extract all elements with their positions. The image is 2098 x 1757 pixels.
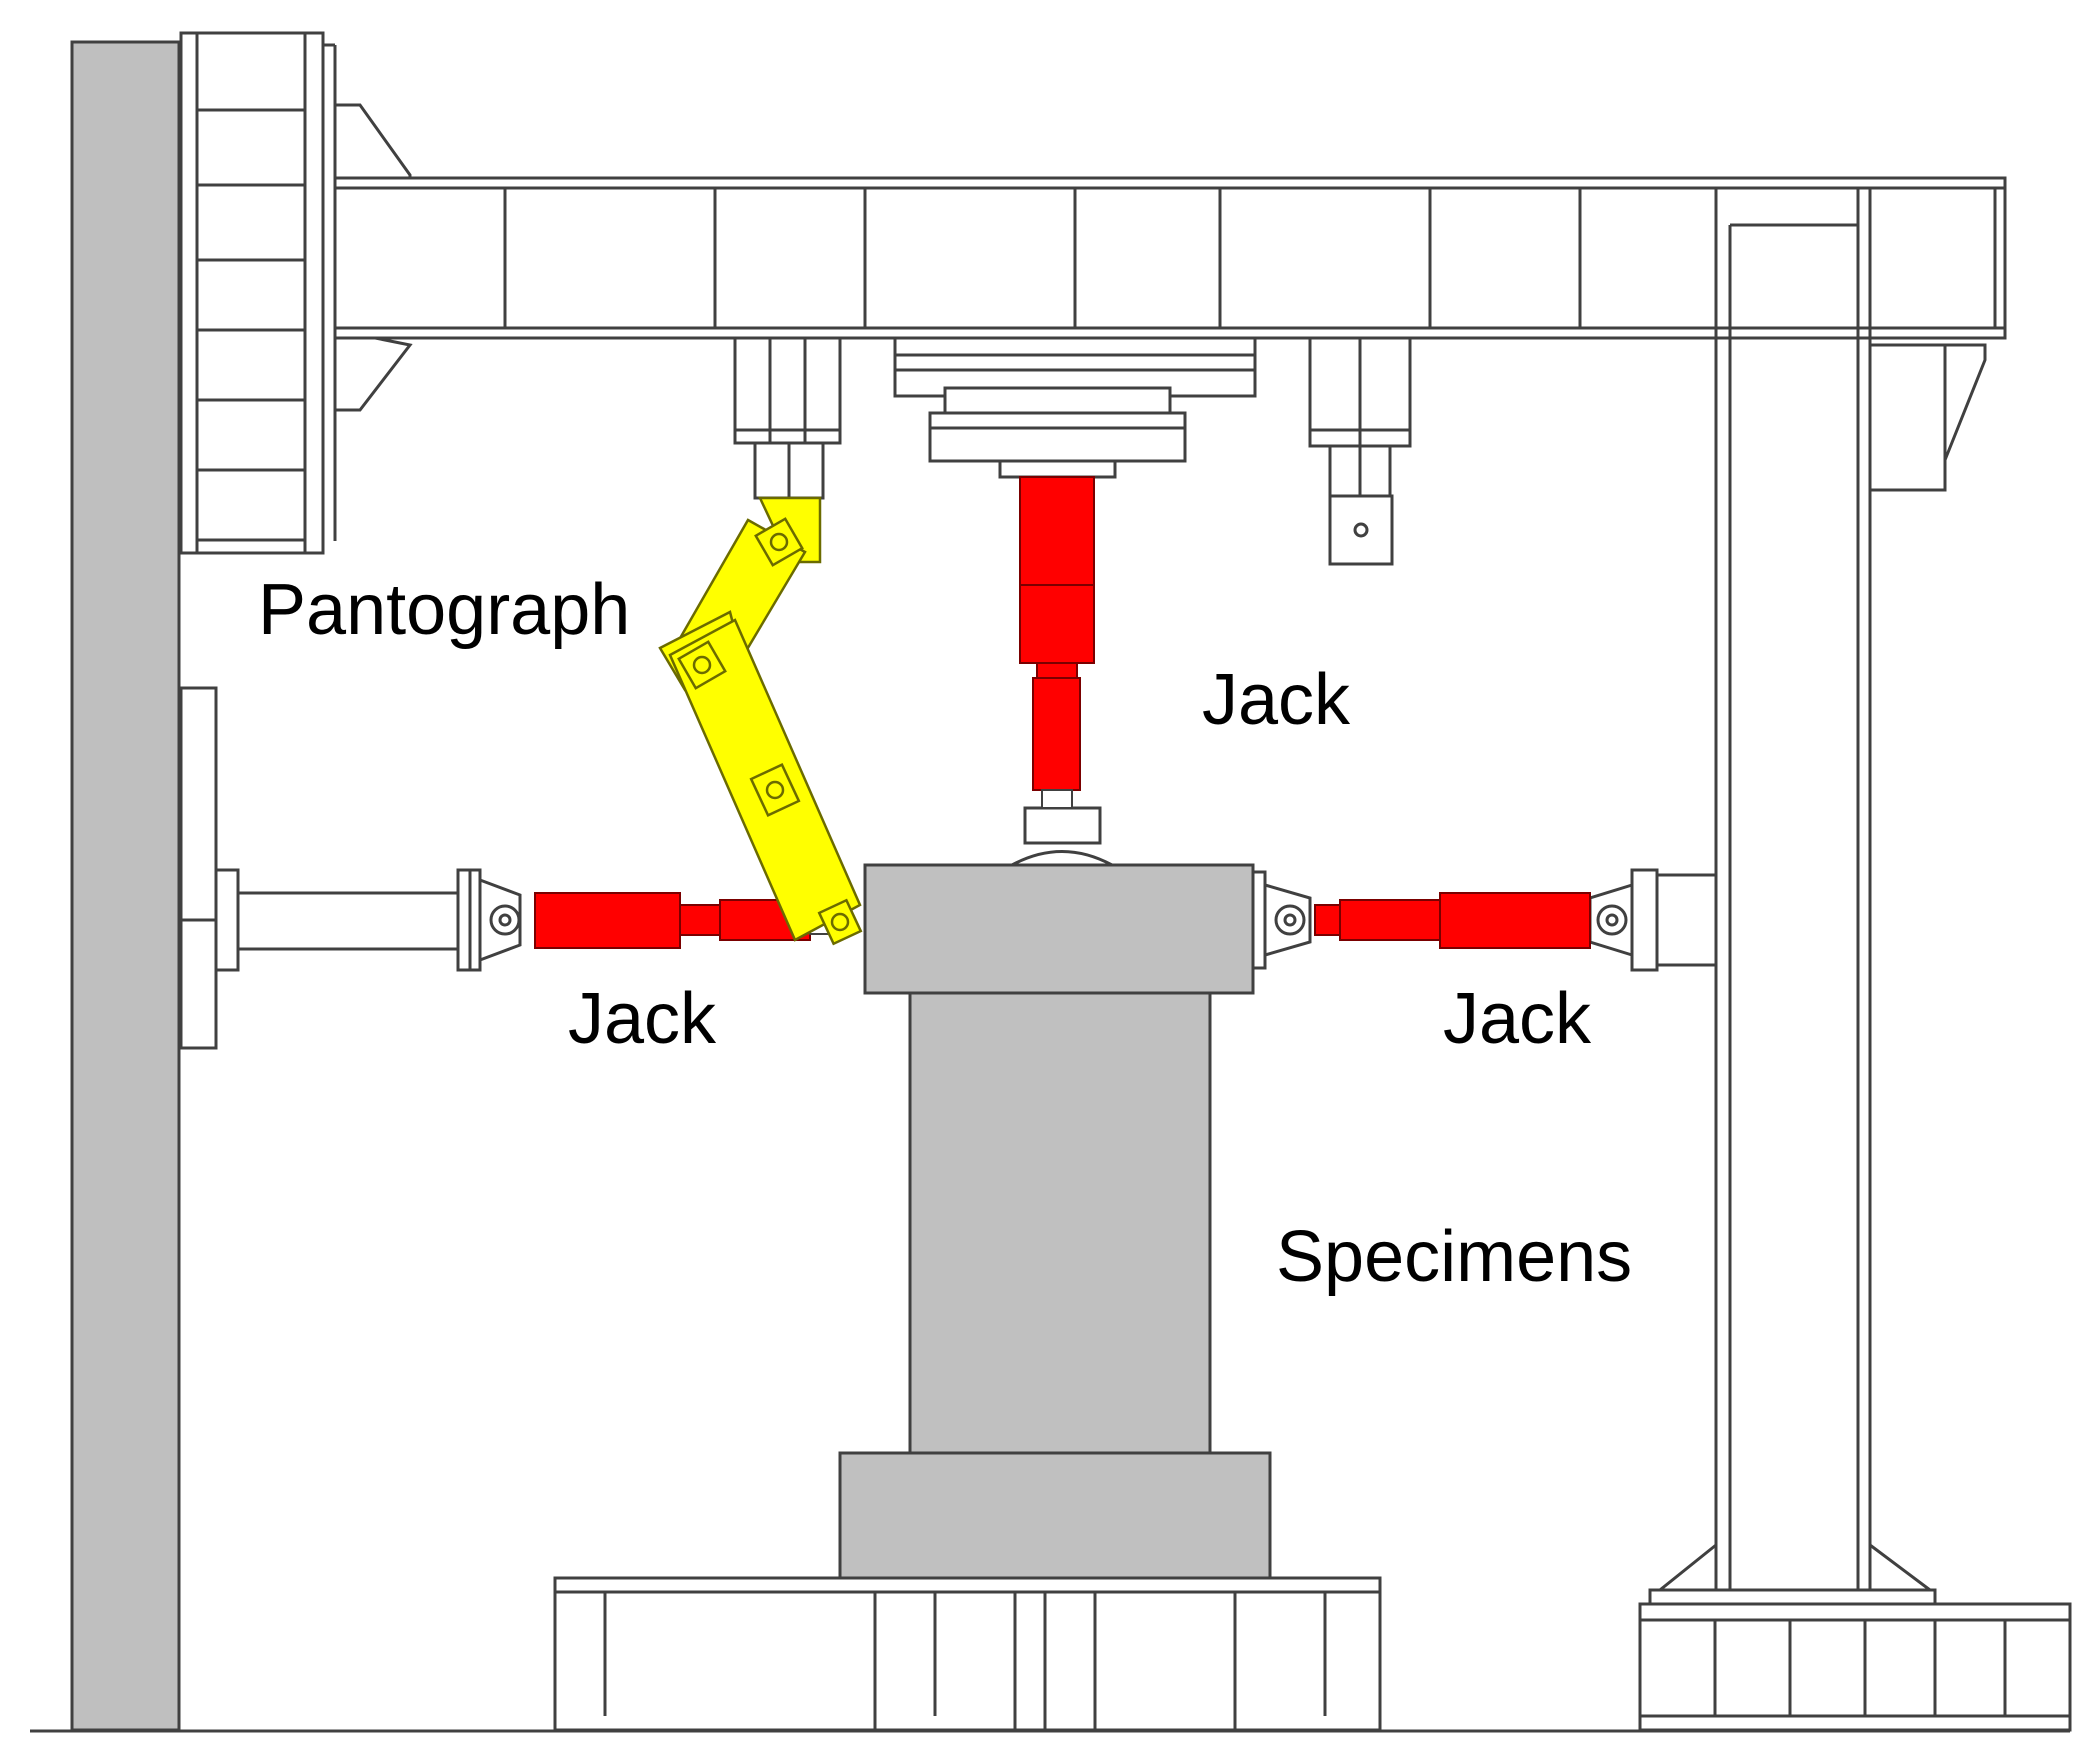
center-base-frame [553,1576,1382,1732]
right-base-frame [1638,1602,2072,1732]
vertical-jack-mount [893,336,1257,479]
specimen-column [908,991,1212,1455]
lower-gusset [335,333,413,412]
specimen-footing [838,1451,1272,1580]
wall-anchor-plate [179,31,337,555]
label-jack-right: Jack [1443,979,1592,1059]
load-swivel [1011,806,1113,867]
label-pantograph: Pantograph [258,570,631,650]
label-jack-vertical: Jack [1202,660,1351,740]
left-wall-plate [179,686,482,1050]
label-jack-left: Jack [568,979,717,1059]
vertical-jack [1019,476,1095,809]
pantograph [658,496,863,946]
right-outer-clevis [1588,868,1718,972]
upper-gusset [335,103,412,187]
right-inner-clevis [1251,870,1312,970]
pantograph-mount [733,336,842,500]
left-clevis [479,878,522,962]
reaction-wall [70,40,181,1732]
right-jack [1314,892,1591,949]
right-reaction-column [1648,188,1987,1606]
top-reaction-beam [333,176,2007,340]
label-specimens: Specimens [1276,1217,1633,1297]
specimen-cap [863,863,1255,995]
spare-mount-right [1308,336,1412,566]
